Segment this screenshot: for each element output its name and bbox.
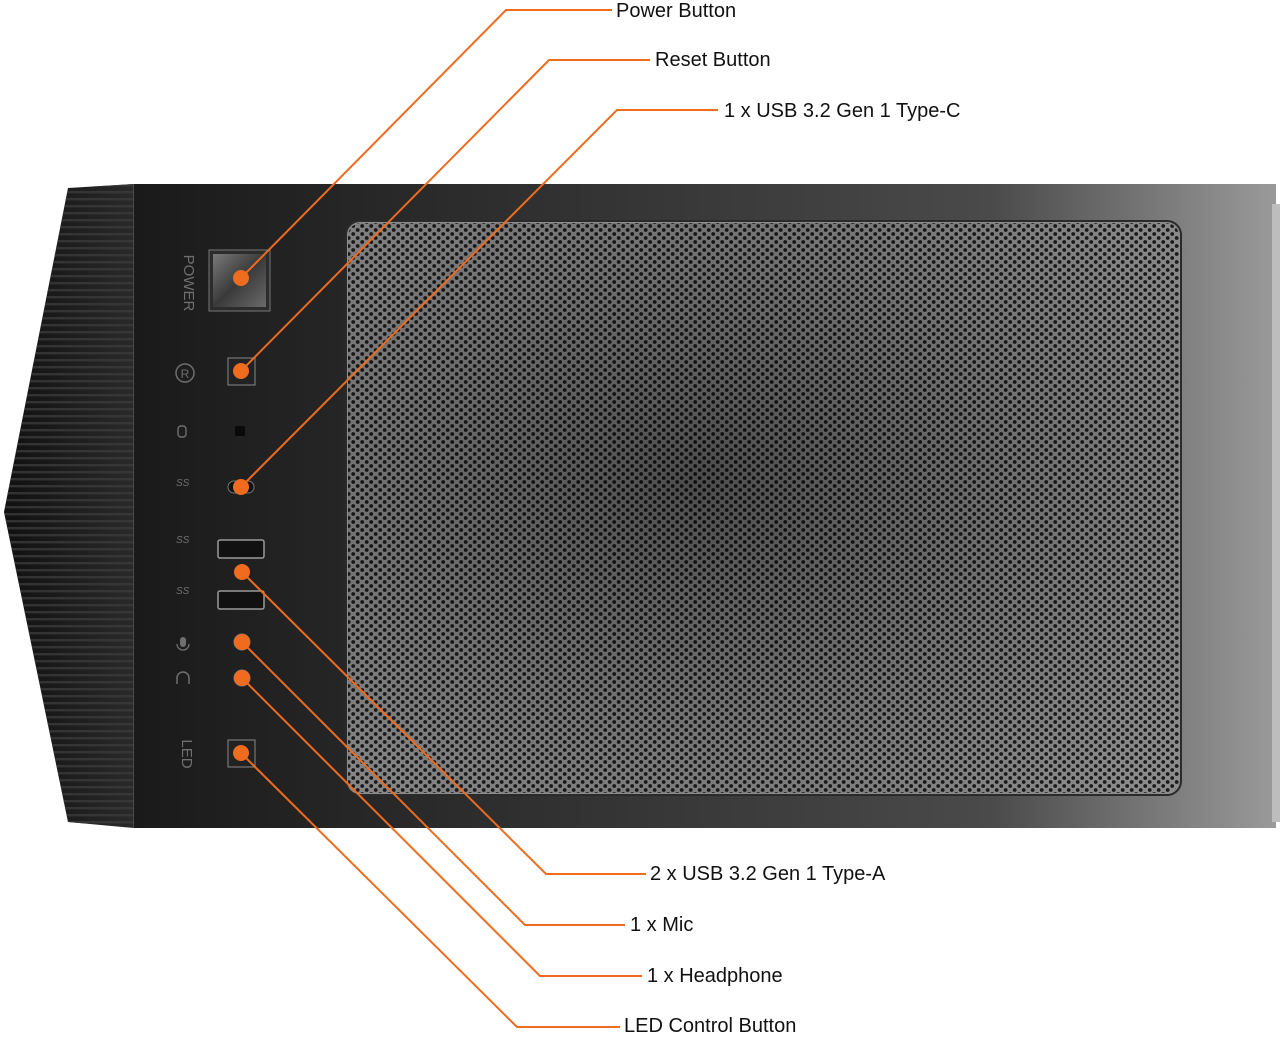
- label-headphone: 1 x Headphone: [647, 965, 783, 987]
- power-text: POWER: [180, 255, 197, 312]
- svg-text:R: R: [181, 367, 190, 381]
- marker-led: [233, 745, 249, 761]
- usb-ss-icon-2: SS: [176, 535, 190, 546]
- leader-mic: [241, 641, 625, 926]
- usb-ss-icon-3: SS: [176, 586, 190, 597]
- label-usb-type-a: 2 x USB 3.2 Gen 1 Type-A: [650, 863, 886, 885]
- marker-headphone: [234, 670, 250, 686]
- led-text: LED: [178, 739, 195, 768]
- marker-usb-c: [233, 479, 249, 495]
- marker-mic: [234, 634, 250, 650]
- callout-markers: [233, 270, 250, 761]
- marker-reset: [233, 363, 249, 379]
- leader-headphone: [241, 677, 642, 977]
- hdd-led-icon: [177, 425, 187, 438]
- label-power-button: Power Button: [616, 0, 737, 22]
- front-bezel: [4, 184, 135, 828]
- reset-symbol-icon: R: [175, 363, 195, 383]
- label-usb-type-c: 1 x USB 3.2 Gen 1 Type-C: [724, 100, 961, 122]
- hdd-led: [235, 426, 245, 436]
- label-led-control-button: LED Control Button: [624, 1015, 797, 1037]
- leader-usb-a: [241, 571, 646, 875]
- leader-led: [240, 752, 620, 1028]
- leader-reset: [240, 59, 650, 372]
- headphone-icon: [176, 671, 190, 684]
- leader-lines: [240, 9, 718, 1028]
- mesh-grille: [345, 220, 1182, 796]
- leader-power: [240, 9, 612, 279]
- label-mic: 1 x Mic: [630, 914, 694, 936]
- label-reset-button: Reset Button: [655, 49, 771, 71]
- mic-icon: [176, 637, 190, 651]
- usb-a-port-2: [217, 590, 265, 610]
- usb-ss-icon-1: SS: [176, 478, 190, 489]
- leader-usb-c: [240, 109, 718, 488]
- usb-a-port-1: [217, 539, 265, 559]
- marker-power: [233, 270, 249, 286]
- marker-usb-a: [234, 564, 250, 580]
